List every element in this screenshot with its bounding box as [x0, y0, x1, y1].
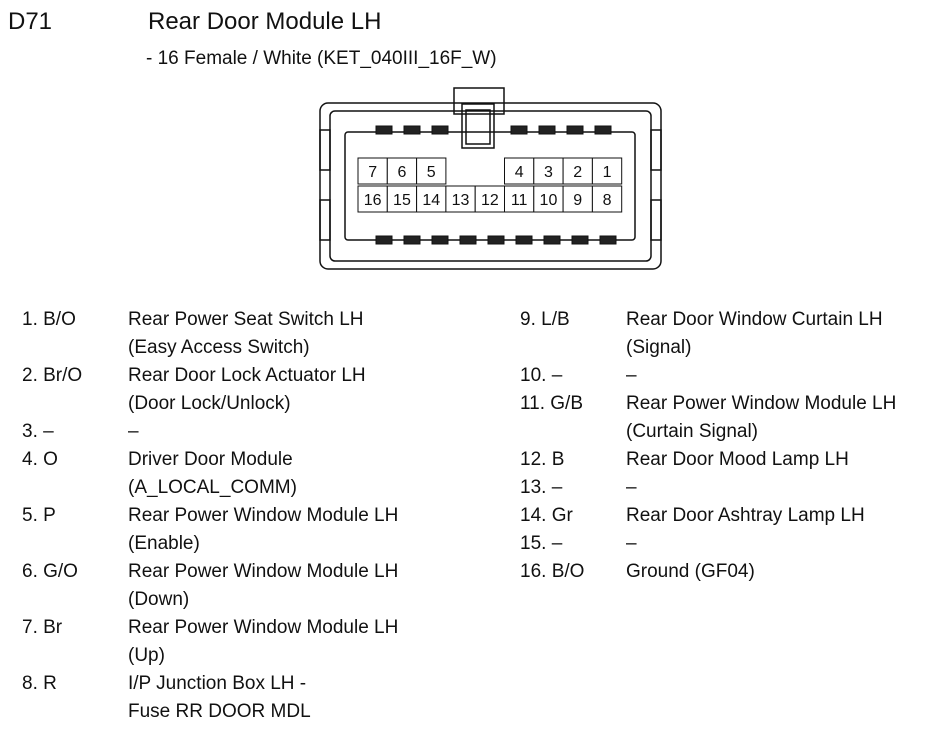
pin-description: Rear Power Seat Switch LH (Easy Access Sw…: [128, 306, 364, 362]
pin-description: Ground (GF04): [626, 558, 755, 586]
pin-description-line: –: [128, 421, 139, 442]
pin-description-line: Rear Power Window Module LH: [626, 393, 897, 414]
pin-number-label: 4: [515, 164, 524, 181]
pin-cell-1: 1: [591, 157, 623, 185]
pin-description: Rear Door Mood Lamp LH: [626, 446, 849, 474]
pin-wire-id: 12. B: [520, 449, 565, 470]
pin-number-label: 6: [397, 164, 406, 181]
pin-wire-id: 5. P: [22, 505, 56, 526]
pin-wire-id: 3. –: [22, 421, 54, 442]
pin-wire-id: 7. Br: [22, 617, 63, 638]
pin-number-label: 8: [603, 192, 612, 209]
pin-description: Rear Door Lock Actuator LH (Door Lock/Unl…: [128, 362, 366, 418]
pin-description: –: [626, 362, 637, 390]
pin-description-line: Ground (GF04): [626, 561, 755, 582]
pin-wire-id: 6. G/O: [22, 561, 78, 582]
pin-cell-3: 3: [533, 157, 564, 185]
pin-description: Rear Door Window Curtain LH (Signal): [626, 306, 883, 362]
pin-number-label: 12: [481, 192, 499, 209]
pin-wire-id: 8. R: [22, 673, 57, 694]
pin-number-label: 5: [427, 164, 436, 181]
pin-cell-6: 6: [386, 157, 418, 185]
pin-description-line: Driver Door Module: [128, 449, 293, 470]
pin-cell-5: 5: [416, 157, 447, 185]
pin-description-line: Rear Door Lock Actuator LH: [128, 365, 366, 386]
pin-cell-8: 8: [591, 185, 623, 213]
pin-description-line: I/P Junction Box LH -: [128, 673, 307, 694]
pin-number-label: 15: [393, 192, 411, 209]
pin-description: –: [626, 474, 637, 502]
connector-diagram: 7 6 5 4 3 2 1 16 15 14 13 12 11 10 9 8: [319, 87, 662, 270]
pin-cell-11: 11: [504, 185, 535, 213]
pin-cell-15: 15: [386, 185, 418, 213]
pin-description-line: (Enable): [128, 533, 200, 554]
pin-description-line: Rear Power Window Module LH: [128, 505, 399, 526]
pin-cell-10: 10: [533, 185, 564, 213]
pin-description-line: (Door Lock/Unlock): [128, 393, 291, 414]
pin-description: Rear Door Ashtray Lamp LH: [626, 502, 865, 530]
pin-description: Rear Power Window Module LH (Curtain Sign…: [626, 390, 896, 446]
pin-number-label: 1: [603, 164, 612, 181]
pin-description-line: Rear Door Window Curtain LH: [626, 309, 883, 330]
pin-description-line: (Down): [128, 589, 190, 610]
connector-subtitle: - 16 Female / White (KET_040III_16F_W): [146, 48, 497, 69]
pin-wire-id: 4. O: [22, 449, 58, 470]
pin-description-line: Rear Power Seat Switch LH: [128, 309, 364, 330]
pin-description-line: (A_LOCAL_COMM): [128, 477, 297, 498]
pin-wire-id: 9. L/B: [520, 309, 570, 330]
pin-number-label: 11: [511, 192, 528, 209]
pin-description-line: –: [626, 533, 637, 554]
pin-number-label: 16: [364, 192, 382, 209]
pin-description-line: Rear Power Window Module LH: [128, 617, 399, 638]
pin-number-label: 7: [368, 164, 377, 181]
pin-grid: 7 6 5 4 3 2 1 16 15 14 13 12 11 10 9 8: [357, 157, 623, 213]
pin-description-line: (Up): [128, 645, 165, 666]
pin-description: Rear Power Window Module LH (Down): [128, 558, 398, 614]
pin-cell-14: 14: [416, 185, 447, 213]
pin-wire-id: 16. B/O: [520, 561, 585, 582]
connector-housing: [319, 87, 662, 270]
pin-description-line: (Easy Access Switch): [128, 337, 310, 358]
pin-description-line: Rear Door Ashtray Lamp LH: [626, 505, 865, 526]
pin-description-line: Rear Power Window Module LH: [128, 561, 399, 582]
pin-description: Driver Door Module (A_LOCAL_COMM): [128, 446, 297, 502]
pin-wire-id: 1. B/O: [22, 309, 76, 330]
pin-description: Rear Power Window Module LH (Enable): [128, 502, 398, 558]
connector-code: D71: [8, 8, 53, 35]
pin-description-line: –: [626, 477, 637, 498]
pin-cell-2: 2: [562, 157, 593, 185]
pin-number-label: 2: [573, 164, 582, 181]
pin-cell-7: 7: [357, 157, 388, 185]
pin-wire-id: 14. Gr: [520, 505, 573, 526]
pin-cell-9: 9: [562, 185, 593, 213]
pin-wire-id: 13. –: [520, 477, 563, 498]
pin-wire-id: 15. –: [520, 533, 563, 554]
pin-wire-id: 10. –: [520, 365, 563, 386]
pin-number-label: 13: [452, 192, 470, 209]
pin-description-line: Rear Door Mood Lamp LH: [626, 449, 849, 470]
pin-cell-13: 13: [445, 185, 476, 213]
pin-number-label: 9: [573, 192, 582, 209]
pin-description: I/P Junction Box LH - Fuse RR DOOR MDL: [128, 670, 311, 726]
pin-cell-16: 16: [357, 185, 388, 213]
top-terminal-windows: [375, 125, 612, 135]
pin-description: –: [626, 530, 637, 558]
pin-description: Rear Power Window Module LH (Up): [128, 614, 398, 670]
pin-wire-id: 11. G/B: [520, 393, 584, 414]
bottom-terminal-windows: [375, 235, 617, 245]
pin-number-label: 14: [422, 192, 440, 209]
pin-wire-id: 2. Br/O: [22, 365, 83, 386]
pin-cell-12: 12: [474, 185, 506, 213]
connector-title: Rear Door Module LH: [148, 8, 382, 35]
pin-description-line: (Curtain Signal): [626, 421, 758, 442]
pin-description: –: [128, 418, 139, 446]
pin-description-line: Fuse RR DOOR MDL: [128, 701, 311, 722]
pin-description-line: (Signal): [626, 337, 692, 358]
pin-number-label: 10: [540, 192, 558, 209]
pin-cell-4: 4: [504, 157, 535, 185]
pin-description-line: –: [626, 365, 637, 386]
pin-number-label: 3: [544, 164, 553, 181]
